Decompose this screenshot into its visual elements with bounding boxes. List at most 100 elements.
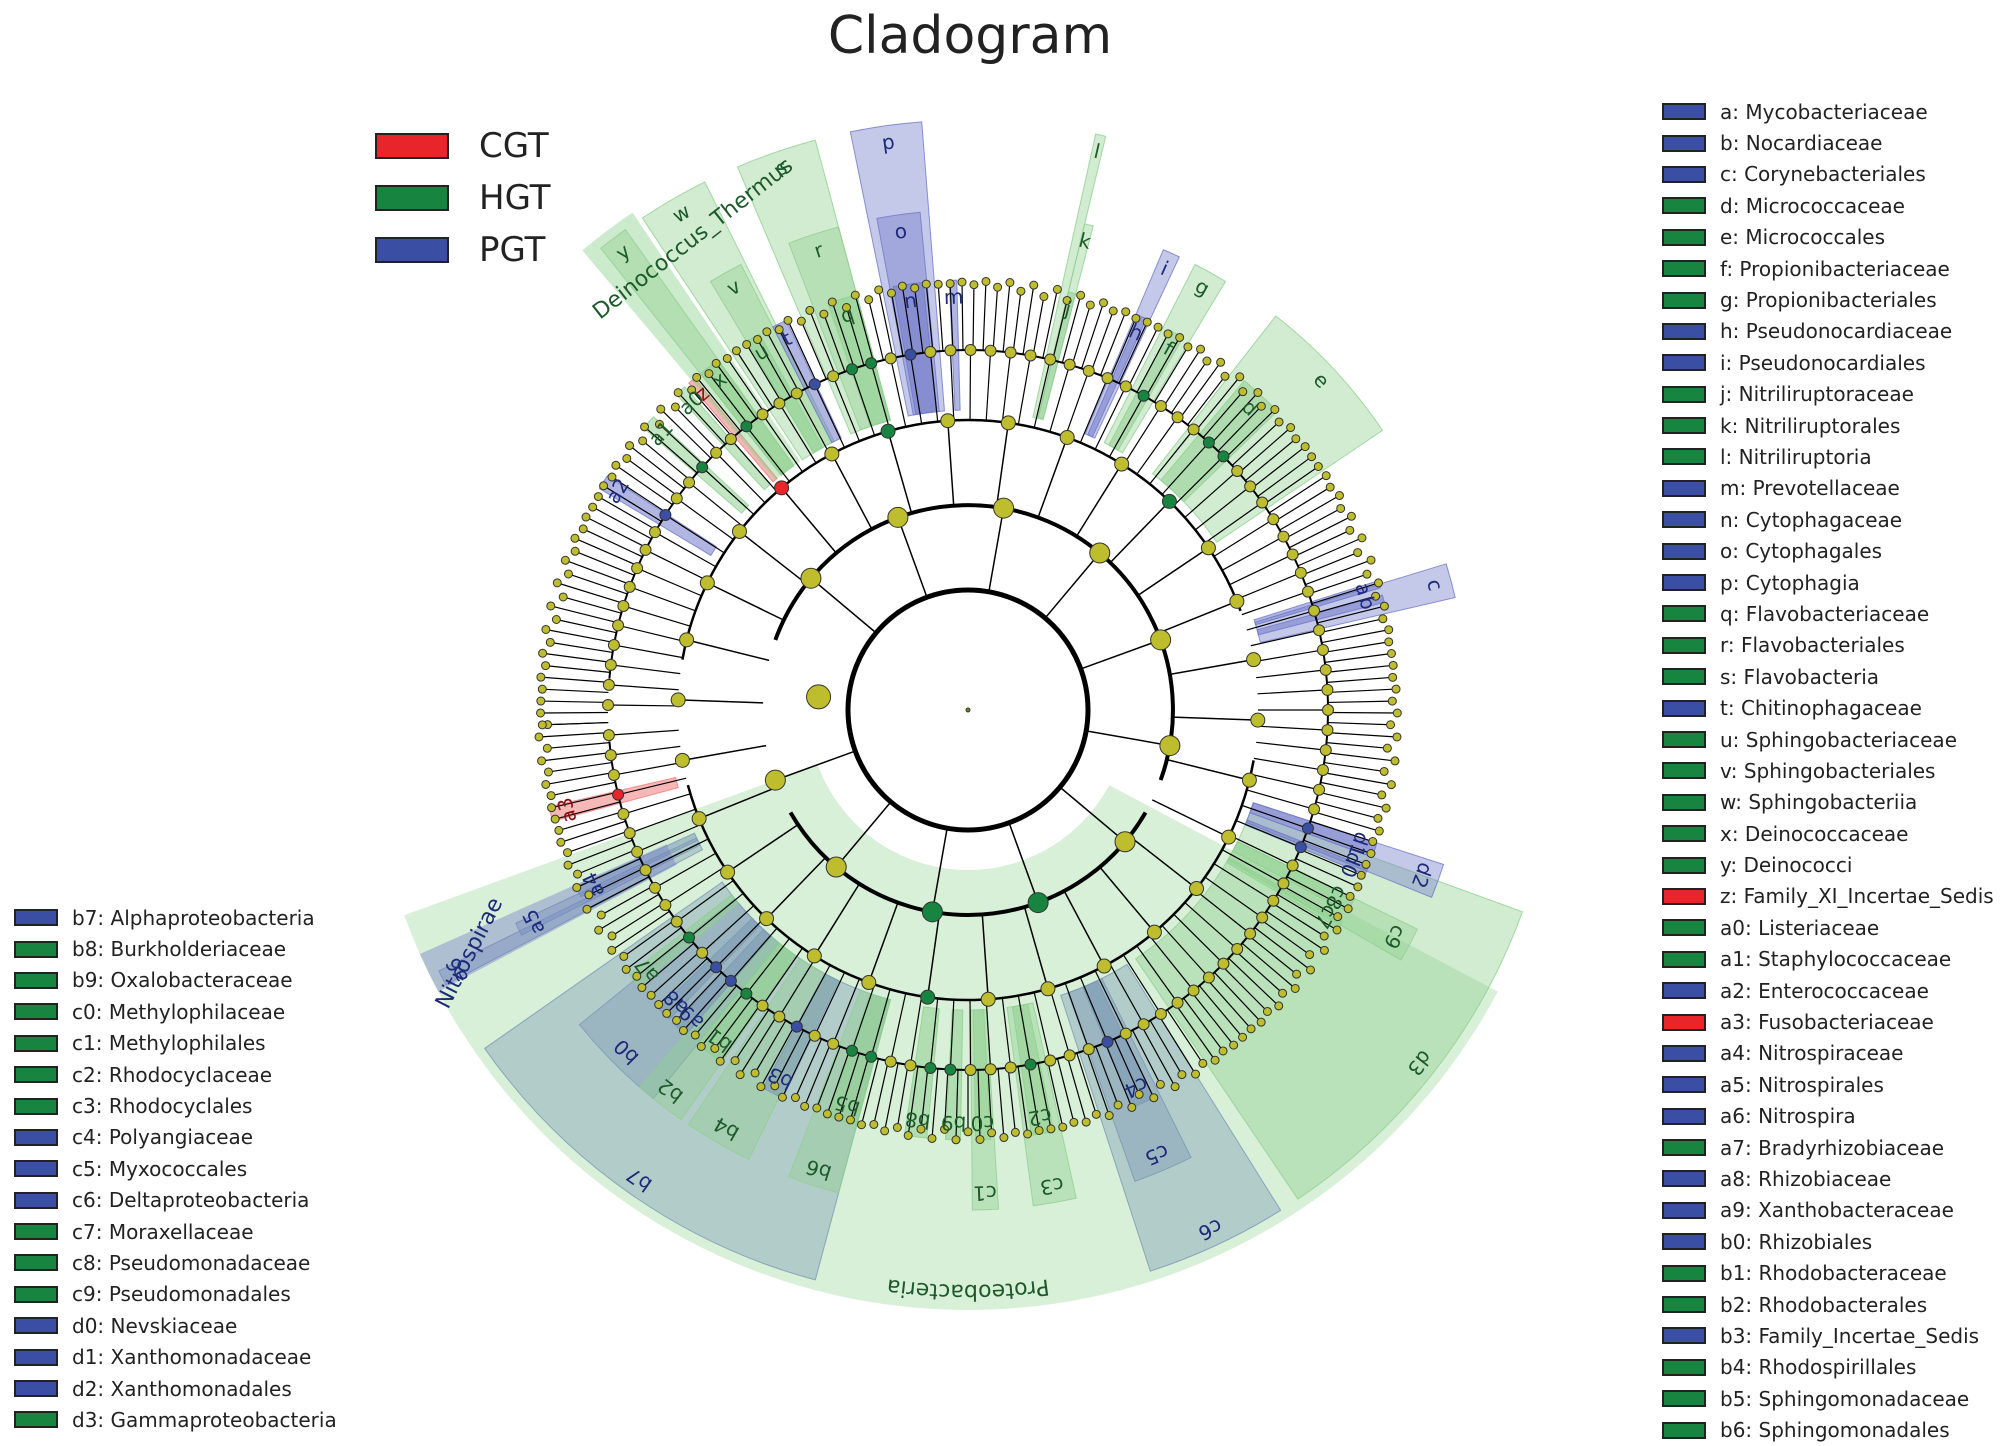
taxon-key-label: z: Family_XI_Incertae_Sedis [1720, 884, 1994, 908]
tree-node [826, 857, 846, 877]
taxon-key-entry: a0: Listeriaceae [1662, 912, 1994, 943]
tree-node [1392, 685, 1400, 693]
tree-node [597, 911, 605, 919]
tree-node [976, 1135, 984, 1143]
taxon-key-swatch [14, 1192, 58, 1209]
taxon-key-entry: c7: Moraxellaceae [14, 1216, 337, 1247]
taxon-key-label: b0: Rhizobiales [1720, 1230, 1872, 1254]
taxon-key-swatch [1662, 417, 1706, 434]
tree-node [543, 744, 551, 752]
tree-node [887, 289, 895, 297]
tree-node [807, 949, 821, 963]
tree-node [1320, 946, 1328, 954]
tree-node [1257, 1018, 1265, 1026]
tree-node [922, 902, 942, 922]
taxon-key-label: l: Nitriliruptoria [1720, 445, 1872, 469]
taxon-key-entry: y: Deinococci [1662, 849, 1994, 880]
pgt-swatch [375, 237, 449, 263]
tree-node [1379, 615, 1387, 623]
taxon-key-swatch [1662, 1108, 1706, 1125]
taxon-key-swatch [1662, 700, 1706, 717]
tree-node [846, 364, 857, 375]
tree-node [862, 976, 876, 990]
tree-node [1295, 567, 1306, 578]
taxon-key-swatch [1662, 919, 1706, 936]
tree-node [539, 649, 547, 657]
tree-node [732, 524, 746, 538]
tree-node [1354, 883, 1362, 891]
taxon-key-swatch [1662, 1045, 1706, 1062]
taxon-key-entry: c9: Pseudomonadales [14, 1279, 337, 1310]
taxon-key-entry: d1: Xanthomonadaceae [14, 1341, 337, 1372]
taxon-key-label: w: Sphingobacteriia [1720, 790, 1917, 814]
tree-node [1114, 1101, 1122, 1109]
taxon-key-label: o: Cytophagales [1720, 539, 1882, 563]
taxon-key-swatch [1662, 1233, 1706, 1250]
tree-node [760, 912, 774, 926]
taxon-key-entry: c: Corynebacteriales [1662, 159, 1994, 190]
tree-node [1275, 1002, 1283, 1010]
tree-node [559, 593, 567, 601]
tree-node [1219, 1047, 1227, 1055]
tree-node [697, 947, 708, 958]
taxon-key-entry: u: Sphingobacteriaceae [1662, 724, 1994, 755]
taxon-key-entry: b1: Rhodobacteraceae [1662, 1257, 1994, 1288]
taxon-key-entry: b4: Rhodospirillales [1662, 1352, 1994, 1383]
taxon-key-swatch [1662, 605, 1706, 622]
tree-node [732, 347, 740, 355]
taxon-key-entry: b0: Rhizobiales [1662, 1226, 1994, 1257]
highlight-label-c2: c2 [1026, 1103, 1054, 1131]
taxon-key-entry: x: Deinococcaceae [1662, 818, 1994, 849]
tree-node [632, 563, 643, 574]
taxon-key-label: q: Flavobacteriaceae [1720, 602, 1929, 626]
tree-node [1030, 281, 1038, 289]
tree-node [564, 861, 572, 869]
tree-node [774, 1011, 785, 1022]
tree-node [1188, 424, 1199, 435]
tree-node [1314, 463, 1322, 471]
tree-node [1279, 989, 1287, 997]
tree-node [640, 544, 651, 555]
taxon-key-label: y: Deinococci [1720, 853, 1852, 877]
tree-node [1060, 430, 1074, 444]
tree-node [994, 283, 1002, 291]
tree-node [1083, 365, 1094, 376]
tree-node [1218, 958, 1229, 969]
taxon-key-entry: a9: Xanthobacteraceae [1662, 1195, 1994, 1226]
tree-node [1236, 373, 1244, 381]
taxon-key-entry: a7: Bradyrhizobiaceae [1662, 1132, 1994, 1163]
taxon-key-entry: a2: Enterococcaceae [1662, 975, 1994, 1006]
tree-node [571, 534, 579, 542]
tree-node [680, 633, 694, 647]
tree-node [1092, 1110, 1100, 1118]
taxon-key-entry: n: Cytophagaceae [1662, 504, 1994, 535]
taxon-key-label: c1: Methylophilales [72, 1031, 266, 1055]
tree-node [626, 442, 634, 450]
tree-node [618, 600, 629, 611]
tree-node [1245, 928, 1256, 939]
taxon-key-swatch [14, 1254, 58, 1271]
tree-node [757, 1000, 768, 1011]
tree-node [583, 905, 591, 913]
taxon-key-label: a9: Xanthobacteraceae [1720, 1198, 1954, 1222]
tree-node [885, 1056, 896, 1067]
tree-node [1388, 697, 1396, 705]
tree-node [1053, 285, 1061, 293]
taxon-key-swatch [1662, 1327, 1706, 1344]
taxon-key-label: c8: Pseudomonadaceae [72, 1251, 310, 1275]
taxon-key-entry: g: Propionibacteriales [1662, 284, 1994, 315]
tree-node [1221, 372, 1229, 380]
taxon-key-entry: a4: Nitrospiraceae [1662, 1038, 1994, 1069]
tree-node [1239, 1033, 1247, 1041]
tree-node [828, 298, 836, 306]
tree-node [885, 353, 896, 364]
taxon-key-label: b: Nocardiaceae [1720, 131, 1882, 155]
taxon-key-swatch [14, 1129, 58, 1146]
tree-node [1001, 416, 1015, 430]
taxon-key-label: b2: Rhodobacterales [1720, 1293, 1927, 1317]
tree-node [1247, 1025, 1255, 1033]
tree-node [1025, 350, 1036, 361]
tree-node [888, 507, 908, 527]
tree-node [970, 281, 978, 289]
tree-node [1295, 842, 1306, 853]
